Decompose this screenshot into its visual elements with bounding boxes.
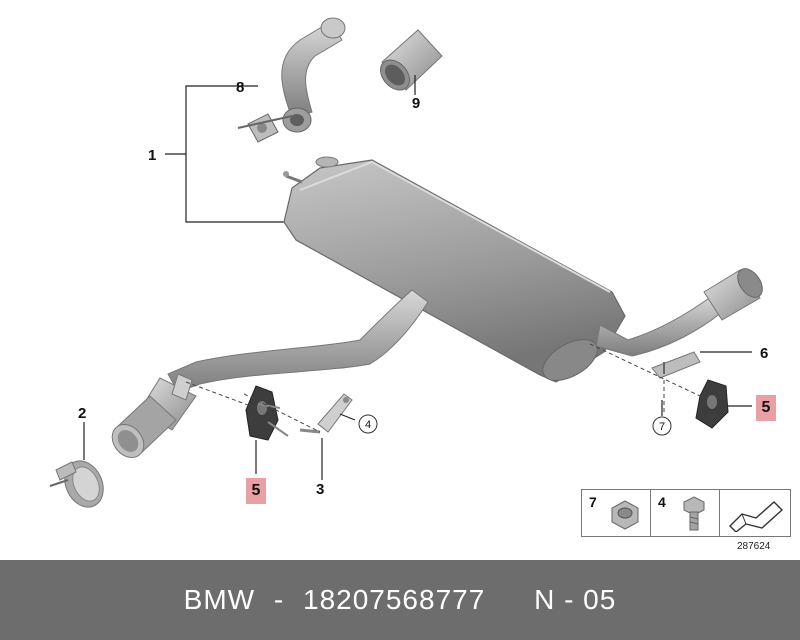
highlight-5-left	[246, 478, 266, 504]
callout-8: 8	[236, 79, 244, 96]
footer-bar: BMW - 18207568777 N - 05	[0, 560, 800, 640]
hex-nut-icon	[611, 500, 639, 530]
part-5-rubber-mount-right	[695, 379, 729, 429]
callout-3: 3	[316, 481, 324, 498]
part-1-rear-muffler	[283, 156, 626, 383]
highlight-5-right	[756, 395, 776, 421]
circled-callout-7: 7	[652, 416, 672, 436]
legend-label-bolt: 4	[658, 494, 666, 510]
bracket-leader-1	[165, 85, 286, 223]
direction-arrow-icon	[729, 501, 784, 532]
part-5-rubber-mount-left	[245, 385, 289, 441]
callout-6: 6	[760, 345, 768, 362]
legend-cell-arrow	[719, 489, 791, 537]
drawing-number: 287624	[737, 541, 771, 552]
part-8-pipe	[237, 17, 346, 143]
part-6-bracket-plate	[651, 351, 701, 379]
callout-7: 7	[659, 421, 665, 433]
part-9-tailpipe-tip	[380, 29, 443, 91]
assembly-dashed-lines	[185, 343, 701, 433]
legend-cell-nut: 7	[581, 489, 651, 537]
callout-2: 2	[78, 405, 86, 422]
callout-5-left[interactable]: 5	[251, 482, 261, 499]
footer-separator: -	[273, 584, 285, 615]
part-3-hanger-bracket	[299, 393, 353, 434]
callout-1: 1	[148, 147, 156, 164]
footer-brand: BMW	[183, 584, 256, 615]
right-outlet-pipe	[595, 268, 763, 357]
legend-strip: 7 4	[581, 489, 791, 539]
legend-cell-bolt: 4	[650, 489, 720, 537]
bolt-icon	[683, 496, 705, 531]
front-connecting-pipe	[111, 289, 429, 458]
exhaust-system-diagram: 8 9 1 2 3 6 4 7	[49, 17, 768, 508]
footer-position: N - 05	[534, 584, 617, 615]
part-2-clamp	[49, 460, 104, 508]
callout-5-right[interactable]: 5	[761, 399, 771, 416]
legend-label-nut: 7	[589, 494, 597, 510]
callout-9: 9	[412, 95, 420, 112]
callout-4: 4	[365, 419, 371, 431]
footer-part-number: 18207568777	[303, 584, 486, 615]
circled-callout-4: 4	[358, 414, 378, 434]
leader-lines	[83, 75, 752, 480]
